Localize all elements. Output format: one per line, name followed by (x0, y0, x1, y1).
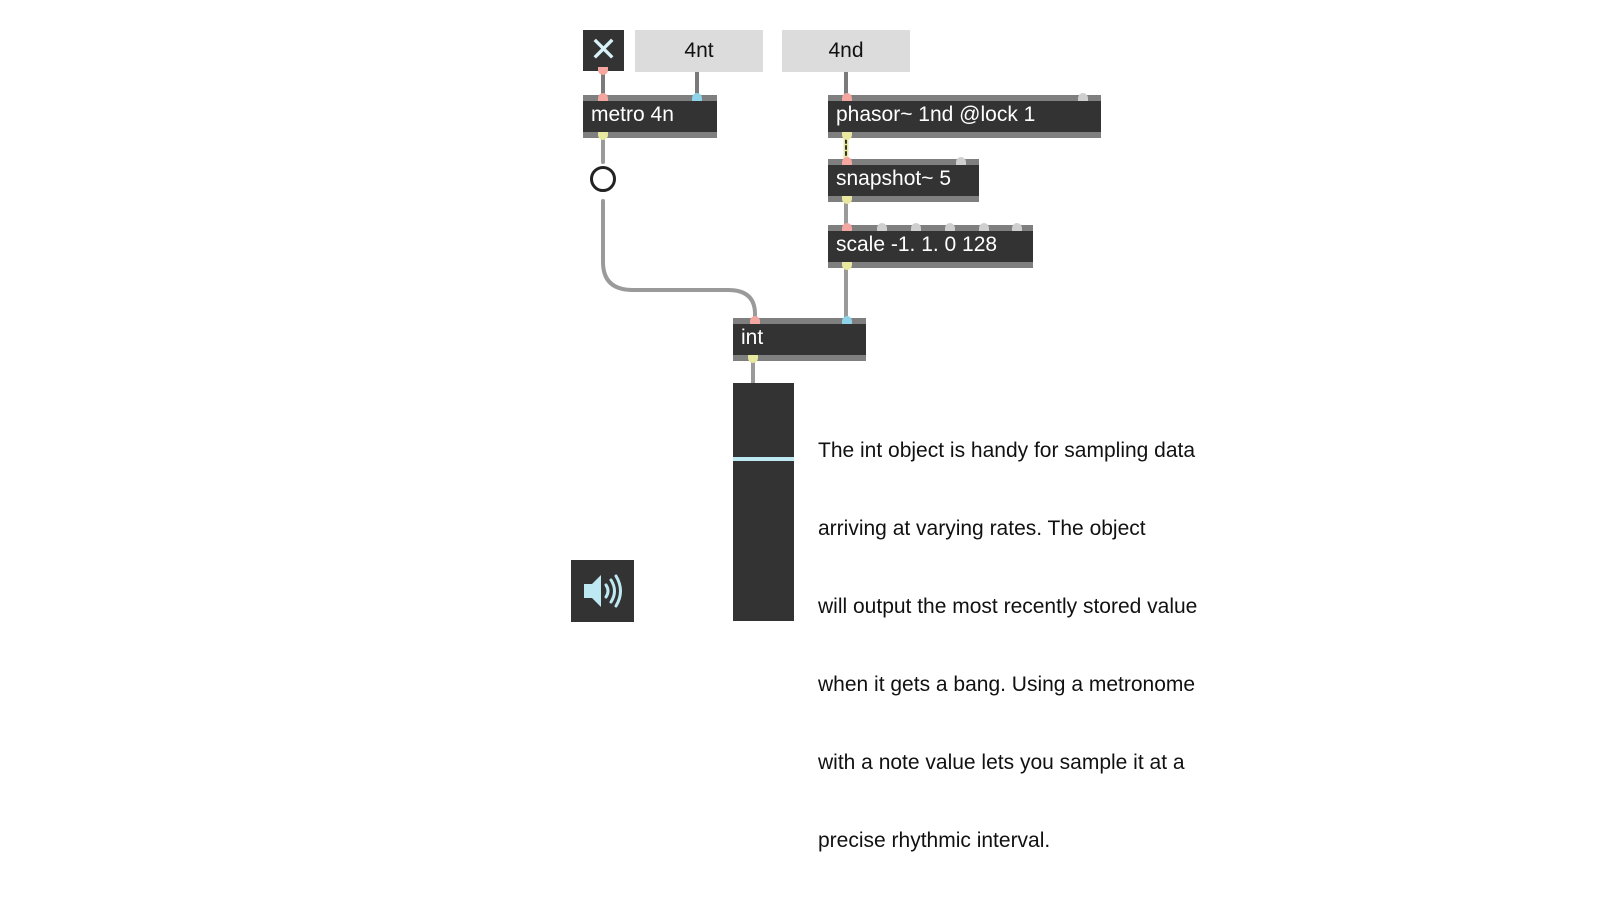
int-inlet-left[interactable] (750, 316, 760, 324)
metro-inlet-left[interactable] (598, 93, 608, 101)
patcher-canvas[interactable]: ✕ 4nt 4nd metro 4n phasor~ 1nd @lock 1 s… (0, 0, 1600, 852)
message-4nd-label: 4nd (828, 39, 864, 62)
metro-inlet-right[interactable] (692, 93, 702, 101)
comment-line: The int object is handy for sampling dat… (818, 439, 1196, 462)
snapshot-inlet-right[interactable] (956, 157, 966, 165)
metro-outlet[interactable] (598, 132, 608, 140)
object-scale-label: scale -1. 1. 0 128 (836, 233, 998, 256)
toggle-outlet[interactable] (598, 67, 608, 75)
int-outlet[interactable] (748, 355, 758, 363)
phasor-inlet-left[interactable] (842, 93, 852, 101)
object-snapshot-label: snapshot~ 5 (836, 167, 952, 190)
object-phasor[interactable]: phasor~ 1nd @lock 1 (828, 93, 1101, 140)
comment-line: when it gets a bang. Using a metronome (818, 673, 1196, 696)
phasor-outlet[interactable] (842, 132, 852, 140)
object-scale[interactable]: scale -1. 1. 0 128 (828, 223, 1033, 270)
object-phasor-label: phasor~ 1nd @lock 1 (836, 103, 1036, 126)
message-4nt-label: 4nt (684, 39, 714, 62)
object-metro[interactable]: metro 4n (583, 93, 717, 140)
object-int-label: int (741, 326, 764, 349)
int-inlet-right[interactable] (842, 316, 852, 324)
scale-inlet-2[interactable] (877, 223, 887, 231)
toggle-button[interactable]: ✕ (583, 30, 624, 75)
scale-inlet-1[interactable] (842, 223, 852, 231)
phasor-inlet-right[interactable] (1078, 93, 1088, 101)
cord-bang-to-int (601, 199, 757, 322)
snapshot-outlet[interactable] (842, 196, 852, 204)
comment-line: will output the most recently stored val… (818, 595, 1198, 618)
snapshot-inlet-left[interactable] (842, 157, 852, 165)
message-4nt[interactable]: 4nt (635, 30, 763, 72)
comment-text: The int object is handy for sampling dat… (818, 386, 1197, 906)
scale-inlet-3[interactable] (911, 223, 921, 231)
scale-outlet[interactable] (842, 262, 852, 270)
message-4nd[interactable]: 4nd (782, 30, 910, 72)
close-x-icon: ✕ (589, 31, 618, 69)
ezdac-button[interactable] (571, 560, 634, 622)
scale-inlet-5[interactable] (979, 223, 989, 231)
speaker-icon (584, 574, 622, 608)
comment-line: arriving at varying rates. The object (818, 517, 1146, 540)
object-metro-label: metro 4n (591, 103, 674, 126)
comment-line: with a note value lets you sample it at … (818, 751, 1185, 774)
object-int[interactable]: int (733, 316, 866, 363)
slider-knob[interactable] (733, 457, 794, 461)
scale-inlet-4[interactable] (945, 223, 955, 231)
bang-circle-icon[interactable] (590, 166, 616, 192)
slider[interactable] (733, 383, 794, 621)
object-snapshot[interactable]: snapshot~ 5 (828, 157, 979, 204)
scale-inlet-6[interactable] (1012, 223, 1022, 231)
comment-line: precise rhythmic interval. (818, 829, 1051, 852)
